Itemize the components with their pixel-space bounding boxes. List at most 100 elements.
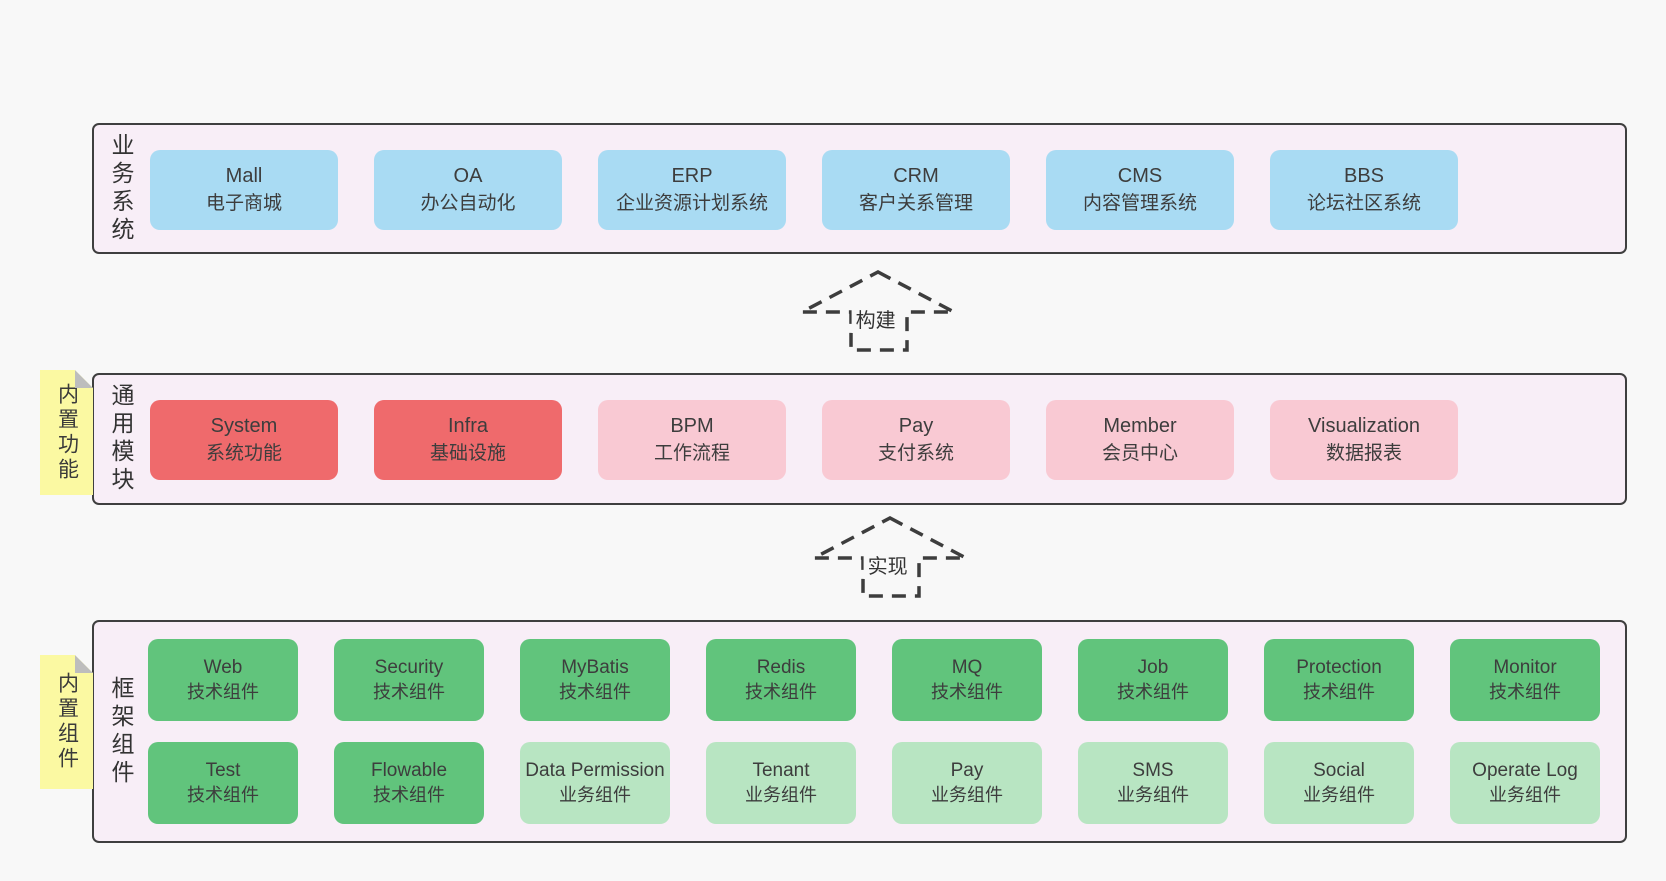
box-subtitle: 电子商城	[205, 193, 282, 214]
component-box-tenant: Tenant 业务组件	[706, 742, 856, 824]
box-subtitle: 论坛社区系统	[1306, 193, 1421, 214]
box-subtitle: 技术组件	[373, 682, 445, 702]
component-box-crm: CRM 客户关系管理	[822, 150, 1010, 230]
layer-label-business-systems: 业务系统	[108, 132, 134, 245]
component-box-flowable: Flowable 技术组件	[334, 742, 484, 824]
component-box-operate-log: Operate Log 业务组件	[1450, 742, 1600, 824]
box-subtitle: 技术组件	[373, 785, 445, 805]
box-subtitle: 业务组件	[1489, 785, 1561, 805]
box-subtitle: 技术组件	[1303, 682, 1375, 702]
arrow-implement-label: 实现	[863, 550, 912, 579]
component-box-visualization: Visualization 数据报表	[1270, 400, 1458, 480]
box-subtitle: 企业资源计划系统	[615, 193, 768, 214]
box-title: BPM	[670, 415, 714, 437]
component-box-security: Security 技术组件	[334, 639, 484, 721]
box-subtitle: 内容管理系统	[1082, 193, 1197, 214]
component-box-test: Test 技术组件	[148, 742, 298, 824]
component-box-mq: MQ 技术组件	[892, 639, 1042, 721]
component-box-bpm: BPM 工作流程	[598, 400, 786, 480]
box-title: OA	[453, 165, 483, 187]
business-systems-boxes: Mall 电子商城 OA 办公自动化 ERP 企业资源计划系统 CRM 客户关系管理 CMS 内容…	[150, 150, 1458, 230]
box-subtitle: 技术组件	[1117, 682, 1189, 702]
component-box-system: System 系统功能	[150, 400, 338, 480]
box-title: Test	[205, 760, 241, 781]
layer-label-common-modules: 通用模块	[108, 383, 134, 495]
box-subtitle: 基础设施	[429, 443, 506, 464]
box-title: Flowable	[370, 760, 448, 781]
component-box-web: Web 技术组件	[148, 639, 298, 721]
box-subtitle: 技术组件	[1489, 682, 1561, 702]
box-title: Infra	[447, 415, 489, 437]
component-box-protection: Protection 技术组件	[1264, 639, 1414, 721]
layer-label-framework-components: 框架组件	[108, 675, 134, 788]
component-box-job: Job 技术组件	[1078, 639, 1228, 721]
component-row: Mall 电子商城 OA 办公自动化 ERP 企业资源计划系统 CRM 客户关系管理 CMS 内容…	[150, 150, 1458, 230]
component-box-bbs: BBS 论坛社区系统	[1270, 150, 1458, 230]
box-title: ERP	[671, 165, 713, 187]
box-title: BBS	[1343, 165, 1385, 187]
box-subtitle: 系统功能	[205, 443, 282, 464]
box-title: Pay	[950, 760, 984, 781]
box-title: Web	[203, 657, 243, 678]
box-title: Data Permission	[525, 760, 665, 781]
component-box-erp: ERP 企业资源计划系统	[598, 150, 786, 230]
sticky-note-builtin-components: 内置组件	[40, 655, 93, 789]
component-box-infra: Infra 基础设施	[374, 400, 562, 480]
box-title: SMS	[1132, 760, 1174, 781]
sticky-note-builtin-features: 内置功能	[40, 370, 93, 495]
box-subtitle: 客户关系管理	[858, 193, 973, 214]
note-fold-corner-icon	[75, 655, 93, 673]
note-fold-corner-icon	[75, 370, 93, 388]
component-box-oa: OA 办公自动化	[374, 150, 562, 230]
box-title: Redis	[756, 657, 806, 678]
box-title: Visualization	[1308, 415, 1420, 437]
box-title: System	[210, 415, 278, 437]
component-box-data-permission: Data Permission 业务组件	[520, 742, 670, 824]
box-title: Social	[1313, 760, 1365, 781]
box-title: CMS	[1117, 165, 1163, 187]
box-title: MQ	[951, 657, 983, 678]
box-subtitle: 办公自动化	[420, 193, 516, 214]
layer-common-modules: 通用模块 System 系统功能 Infra 基础设施 BPM 工作流程 Pay 支付系统 Me…	[92, 373, 1627, 505]
box-title: Mall	[225, 165, 263, 187]
component-box-pay: Pay 业务组件	[892, 742, 1042, 824]
box-subtitle: 技术组件	[931, 682, 1003, 702]
component-box-cms: CMS 内容管理系统	[1046, 150, 1234, 230]
arrow-implement: 实现	[810, 514, 970, 600]
box-title: Job	[1137, 657, 1169, 678]
layer-business-systems: 业务系统 Mall 电子商城 OA 办公自动化 ERP 企业资源计划系统 CRM 客户关系管理…	[92, 123, 1627, 254]
sticky-note-builtin-features-label: 内置功能	[55, 382, 79, 483]
box-subtitle: 技术组件	[187, 682, 259, 702]
box-title: Member	[1103, 415, 1177, 437]
box-subtitle: 业务组件	[1303, 785, 1375, 805]
arrow-build: 构建	[798, 268, 958, 354]
box-subtitle: 支付系统	[877, 443, 954, 464]
sticky-note-builtin-components-label: 内置组件	[55, 672, 79, 772]
component-box-redis: Redis 技术组件	[706, 639, 856, 721]
component-box-mall: Mall 电子商城	[150, 150, 338, 230]
box-title: Pay	[898, 415, 934, 437]
box-subtitle: 工作流程	[653, 443, 730, 464]
box-title: Protection	[1296, 657, 1382, 678]
box-title: Monitor	[1493, 657, 1557, 678]
box-title: CRM	[893, 165, 939, 187]
box-subtitle: 业务组件	[931, 785, 1003, 805]
box-subtitle: 业务组件	[559, 785, 631, 805]
box-subtitle: 技术组件	[187, 785, 259, 805]
box-title: Tenant	[752, 760, 810, 781]
box-title: Security	[374, 657, 444, 678]
box-subtitle: 数据报表	[1325, 443, 1402, 464]
box-subtitle: 业务组件	[745, 785, 817, 805]
box-title: Operate Log	[1472, 760, 1578, 781]
box-subtitle: 技术组件	[559, 682, 631, 702]
box-subtitle: 技术组件	[745, 682, 817, 702]
